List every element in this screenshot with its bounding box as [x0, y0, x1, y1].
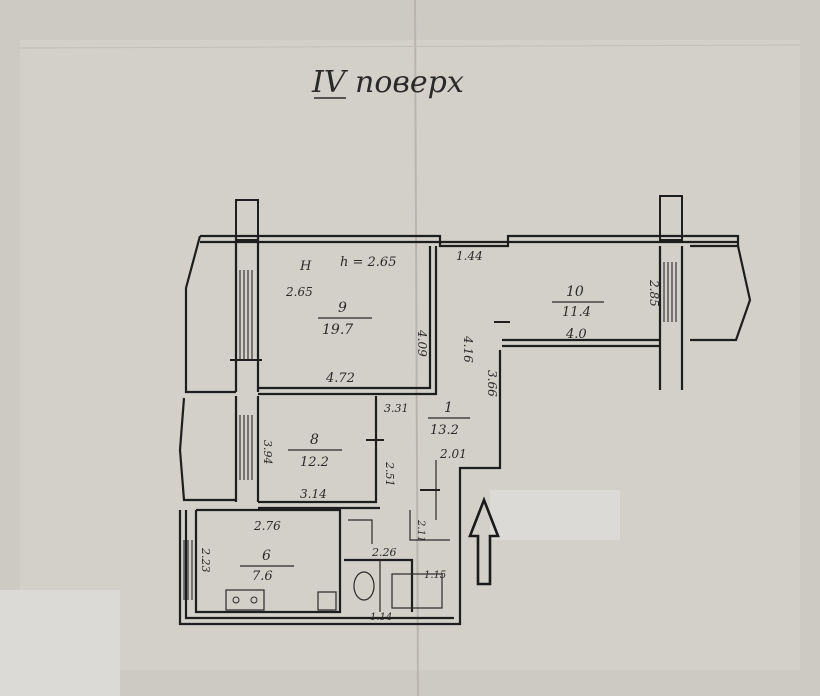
bath-dim: 1.15	[424, 570, 446, 581]
room-9-width: 4.72	[325, 371, 355, 386]
room-1: 1.44 4.16 3.66 1 13.2 2.01 3.31	[384, 249, 499, 461]
stove-icon	[225, 589, 265, 611]
bathroom-area: 2.26 1.15 1.14 2.11	[353, 519, 446, 623]
room-1-number: 1	[444, 400, 453, 416]
room-10-number: 10	[566, 284, 584, 300]
entrance-arrow-icon	[468, 496, 500, 586]
room-10-width: 4.0	[565, 327, 587, 342]
room-9-depth: 4.09	[415, 329, 429, 357]
bathtub-icon	[391, 573, 443, 609]
room-9-height: 2.65	[285, 285, 313, 299]
bath-dim-2: 1.14	[370, 612, 392, 623]
ceiling-height-label: h = 2.65	[340, 255, 396, 270]
door-marks	[230, 321, 510, 491]
room-6-width: 2.76	[253, 519, 281, 533]
window-hatches	[183, 262, 677, 600]
column-stub-left	[235, 199, 259, 241]
room-1-right-dim: 3.66	[485, 370, 499, 397]
room-9: h = 2.65 H 2.65 9 19.7 4.72 4.09	[285, 255, 429, 386]
room-8: 8 12.2 3.14 3.94 2.51	[261, 432, 396, 501]
room-10: 10 11.4 4.0 2.85	[552, 279, 661, 342]
room-6: 2.76 6 7.6 2.23	[199, 519, 337, 611]
room-1-top-dim: 1.44	[456, 249, 483, 263]
room-10-depth: 2.85	[647, 279, 661, 307]
room-9-area: 19.7	[322, 322, 353, 338]
room-6-number: 6	[262, 548, 271, 564]
room-6-depth: 2.23	[199, 547, 212, 573]
room-1-side-dim: 4.16	[461, 335, 475, 363]
room-6-area: 7.6	[252, 569, 273, 584]
sink-icon	[317, 591, 337, 611]
room-1-area: 13.2	[430, 423, 459, 438]
floor-title: IV поверх	[311, 65, 464, 100]
exterior-walls	[178, 234, 752, 626]
corridor-dim: 2.11	[415, 519, 426, 542]
column-stub-right	[659, 195, 683, 241]
paper-sheet	[20, 40, 800, 670]
room-8-width: 3.14	[300, 487, 327, 501]
room-8-depth: 3.94	[261, 440, 274, 465]
room-1-door-dim: 3.31	[384, 402, 409, 415]
interior-walls	[194, 246, 450, 614]
room-9-marker: H	[299, 259, 312, 274]
redaction-patch	[490, 490, 620, 540]
toilet-icon	[353, 571, 375, 601]
room-8-area: 12.2	[300, 455, 329, 470]
room-8-side: 2.51	[383, 461, 396, 487]
room-8-number: 8	[310, 432, 319, 448]
room-9-number: 9	[338, 300, 347, 316]
room-1-bottom-dim: 2.01	[439, 447, 467, 461]
wc-width: 2.26	[371, 546, 397, 559]
room-10-area: 11.4	[562, 305, 591, 320]
